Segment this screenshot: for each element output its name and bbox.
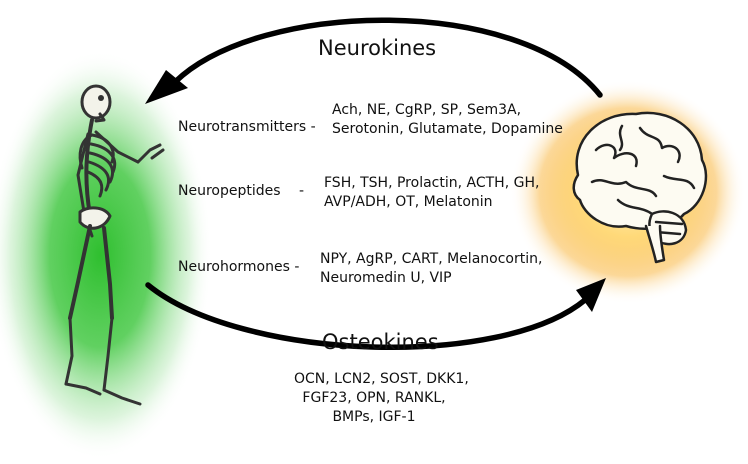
list-line: BMPs, IGF-1 [332,409,416,425]
neurotransmitters-list: Ach, NE, CgRP, SP, Sem3A, Serotonin, Glu… [332,101,563,139]
list-line: AVP/ADH, OT, Melatonin [324,194,493,210]
osteokines-list: OCN, LCN2, SOST, DKK1, FGF23, OPN, RANKL… [294,370,469,427]
neurokines-arrowhead [145,70,188,104]
list-line: FSH, TSH, Prolactin, ACTH, GH, [324,175,540,191]
brain-icon [572,111,708,264]
neuropeptides-list: FSH, TSH, Prolactin, ACTH, GH, AVP/ADH, … [324,174,539,212]
category-dash: - [310,119,316,135]
category-name: Neuropeptides [178,183,281,199]
neurohormones-list: NPY, AgRP, CART, Melanocortin, Neuromedi… [320,250,542,288]
list-line: Neuromedin U, VIP [320,270,452,286]
osteokines-arrowhead [576,278,606,312]
category-neurotransmitters: Neurotransmitters - [178,119,316,135]
category-name: Neurotransmitters [178,119,307,135]
category-neurohormones: Neurohormones - [178,259,299,275]
category-dash: - [299,183,305,199]
skeleton-icon [64,84,165,406]
neurokines-label: Neurokines [318,36,437,60]
list-line: NPY, AgRP, CART, Melanocortin, [320,251,543,267]
list-line: Serotonin, Glutamate, Dopamine [332,121,563,137]
osteokines-label: Osteokines [322,330,439,354]
neurokines-arrow [172,17,603,98]
category-neuropeptides: Neuropeptides - [178,183,304,199]
osteokines-arrow [145,282,588,350]
list-line: OCN, LCN2, SOST, DKK1, [294,371,469,387]
list-line: FGF23, OPN, RANKL, [302,390,446,406]
category-dash: - [294,259,300,275]
list-line: Ach, NE, CgRP, SP, Sem3A, [332,102,522,118]
category-name: Neurohormones [178,259,290,275]
